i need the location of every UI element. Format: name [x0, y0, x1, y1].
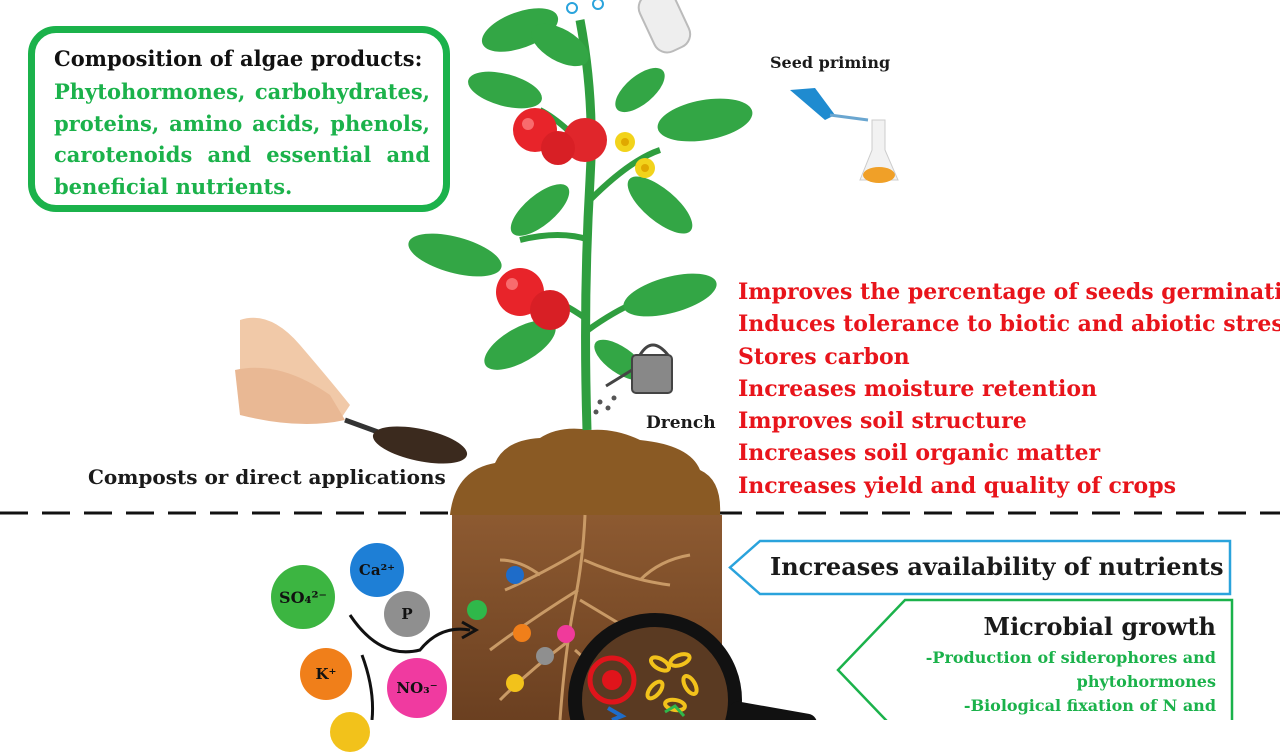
- soil-particles: [467, 566, 575, 692]
- benefit-item: Improves the percentage of seeds germina…: [738, 279, 1280, 305]
- composts-label: Composts or direct applications: [88, 465, 446, 489]
- microbial-line: phytohormones: [1076, 672, 1216, 691]
- nutrients-callout-text: Increases availability of nutrients: [770, 552, 1224, 581]
- composition-box: [28, 26, 450, 212]
- ion-sulfate: SO₄²⁻: [271, 565, 335, 629]
- benefit-item: Increases yield and quality of crops: [738, 472, 1176, 499]
- hands-trowel-icon: [235, 317, 468, 464]
- benefit-item: Stores carbon: [738, 343, 910, 370]
- ion-yellow: [330, 712, 370, 752]
- benefit-item: Improves soil structure: [738, 408, 1027, 435]
- flowers: [615, 132, 655, 178]
- seed-priming-label: Seed priming: [770, 53, 891, 72]
- soil-mound: [450, 428, 721, 515]
- magnifier-icon: [568, 613, 818, 720]
- plant-leaves: [408, 8, 753, 381]
- tomatoes: [496, 108, 607, 330]
- benefit-item: Increases soil organic matter: [738, 440, 1101, 467]
- composition-title: Composition of algae products:: [54, 46, 423, 71]
- diagram-illustration: [0, 0, 1280, 720]
- ion-calcium: Ca²⁺: [350, 543, 404, 597]
- benefits-list: Improves the percentage of seeds germina…: [738, 276, 1280, 502]
- benefit-item: Increases moisture retention: [738, 375, 1097, 402]
- ion-potassium: K⁺: [300, 648, 352, 700]
- microbial-lines: -Production of siderophores and phytohor…: [880, 646, 1216, 718]
- microbial-title: Microbial growth: [983, 612, 1217, 641]
- composition-body: Phytohormones, carbohydrates, proteins, …: [54, 79, 430, 199]
- drench-label: Drench: [646, 413, 716, 433]
- benefit-item: Induces tolerance to biotic and abiotic …: [738, 311, 1280, 338]
- nutrients-callout-shape: [728, 539, 1232, 596]
- watering-can-icon: [593, 343, 673, 415]
- test-tube-icon: [637, 0, 692, 54]
- microbial-line: -Production of siderophores and: [925, 648, 1216, 667]
- seed-priming-icon: [790, 88, 899, 183]
- microbial-line: -Biological fixation of N and: [963, 696, 1216, 715]
- plant-stem: [575, 19, 596, 431]
- droplet-icon: [566, 2, 578, 14]
- droplet-icon: [592, 0, 604, 10]
- ion-nitrate: NO₃⁻: [387, 658, 447, 718]
- ion-phosphorus: P: [384, 591, 430, 637]
- microbial-callout-shape: [836, 598, 1234, 720]
